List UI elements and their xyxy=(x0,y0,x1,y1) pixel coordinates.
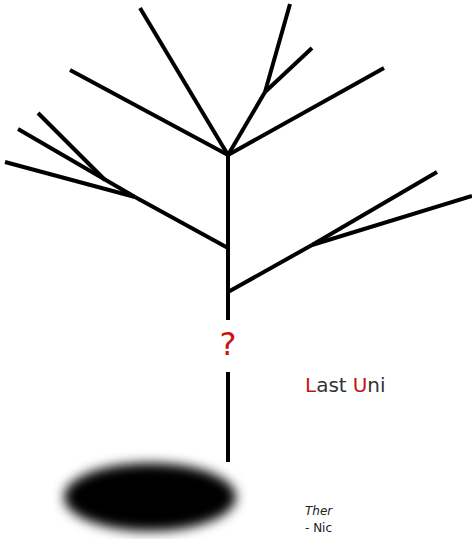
quote-text: Ther xyxy=(305,505,332,518)
tree-branches xyxy=(5,4,472,462)
title-word: Uni xyxy=(353,374,386,396)
shadow-ellipse xyxy=(64,463,236,531)
quote-author: - Nic xyxy=(305,522,332,535)
question-mark: ? xyxy=(220,327,237,362)
title-word: Last xyxy=(305,374,347,396)
